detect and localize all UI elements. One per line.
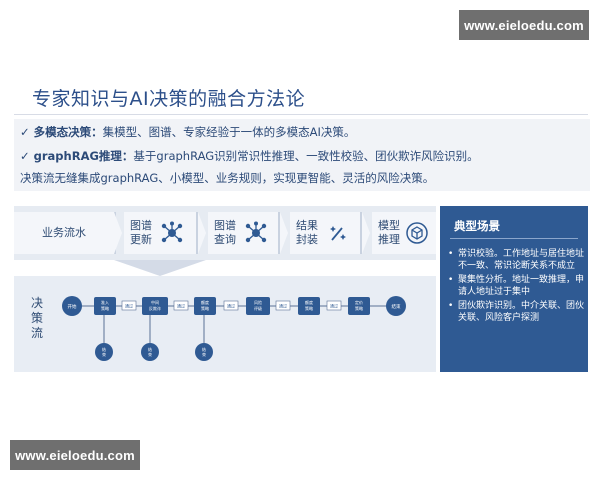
flow-reject-label: 结 — [102, 346, 106, 352]
scenario-list: 常识校验。工作地址与居住地址不一致、常识论断关系不成立 聚集性分析。地址一致推理… — [448, 248, 584, 326]
flow-strategy-node — [298, 297, 320, 315]
flow-strategy-label: 中间 — [151, 299, 159, 305]
flow-strategy-node — [94, 297, 116, 315]
stage-label: 图谱 更新 — [130, 219, 152, 246]
bullet-2-text: 基于graphRAG识别常识性推理、一致性校验、团伙欺诈风险识别。 — [133, 149, 479, 163]
panel-title: 典型场景 — [454, 219, 500, 233]
flow-reject-label: 束 — [202, 351, 206, 357]
flow-reject-label: 束 — [102, 351, 106, 357]
title-divider — [14, 114, 588, 115]
scenario-item: 聚集性分析。地址一致推理，申请人地址过于集中 — [448, 274, 584, 298]
flow-label: 决 策 流 — [30, 296, 43, 340]
flow-pass-tag — [173, 300, 189, 311]
stage-graph-update: 图谱 更新 — [124, 212, 198, 254]
flow-reject-node — [141, 343, 159, 361]
flow-end-node — [386, 296, 406, 316]
flow-strategy-label: 策略 — [355, 305, 363, 311]
funnel-connector — [114, 260, 206, 276]
bullet-line-1: ✓多模态决策：集模型、图谱、专家经验于一体的多模态AI决策。 — [20, 124, 355, 140]
stage-model-infer: 模型 推理 — [372, 212, 436, 254]
flow-strategy-label: 策略 — [305, 305, 313, 311]
stage-label: 结果 封装 — [296, 219, 318, 246]
flow-strategy-label: 风险 — [254, 299, 262, 305]
flow-reject-label: 结 — [148, 346, 152, 352]
flow-strategy-label: 评级 — [254, 305, 262, 311]
flow-start-node — [62, 296, 82, 316]
flow-strategy-label: 额度 — [201, 299, 209, 305]
stage-arrow — [362, 212, 370, 254]
flow-pass-label: 通过 — [177, 303, 185, 309]
flow-pass-label: 通过 — [330, 303, 338, 309]
check-icon: ✓ — [20, 125, 30, 139]
stage-label: 图谱 查询 — [214, 219, 236, 246]
stage-label: 业务流水 — [42, 226, 86, 239]
stage-arrow — [198, 212, 206, 254]
flow-reject-node — [95, 343, 113, 361]
flow-pass-label: 通过 — [279, 303, 287, 309]
watermark-bottom: www.eieloedu.com — [10, 440, 140, 470]
flow-start-label: 开始 — [68, 303, 77, 310]
flow-strategy-label: 策略 — [101, 305, 109, 311]
flow-end-label: 结束 — [392, 303, 401, 310]
stage-arrow — [114, 212, 122, 254]
flow-strategy-label: 准入 — [101, 299, 109, 305]
scenario-item: 团伙欺诈识别。中介关联、团伙关联、风险客户探测 — [448, 300, 584, 324]
stage-business-flow: 业务流水 — [14, 212, 116, 254]
check-icon: ✓ — [20, 149, 30, 163]
decision-diagram: 业务流水 图谱 更新 图谱 查询 — [14, 200, 436, 372]
bullet-line-2: ✓graphRAG推理：基于graphRAG识别常识性推理、一致性校验、团伙欺诈… — [20, 148, 479, 164]
bullet-1-label: 多模态决策： — [33, 125, 103, 139]
flow-strategy-node — [246, 297, 270, 315]
spark-icon — [330, 226, 346, 241]
stage-arrow — [280, 212, 288, 254]
stage-result-wrap: 结果 封装 — [290, 212, 362, 254]
flow-pass-tag — [326, 300, 342, 311]
flow-strategy-node — [348, 297, 370, 315]
flow-reject-label: 束 — [148, 351, 152, 357]
flow-pass-tag — [223, 300, 239, 311]
graph-node-icon — [161, 221, 183, 243]
cube-icon — [406, 222, 428, 244]
flow-pass-label: 通过 — [227, 303, 235, 309]
typical-scenarios-panel: 典型场景 常识校验。工作地址与居住地址不一致、常识论断关系不成立 聚集性分析。地… — [440, 206, 588, 372]
page-title: 专家知识与AI决策的融合方法论 — [32, 88, 306, 110]
panel-divider — [450, 238, 578, 239]
graph-node-icon — [245, 221, 267, 243]
flow-pass-tag — [275, 300, 291, 311]
flow-strategy-label: 反欺诈 — [149, 305, 161, 311]
decision-flow-graph: 开始 结束 准入策略中间反欺诈额度策略风险评级额度策略定价策略通过通过通过通过通… — [62, 296, 406, 361]
flow-strategy-node — [194, 297, 216, 315]
flow-pass-tag — [121, 300, 137, 311]
flow-reject-node — [195, 343, 213, 361]
bullet-block: ✓多模态决策：集模型、图谱、专家经验于一体的多模态AI决策。 ✓graphRAG… — [14, 119, 590, 191]
stage-graph-query: 图谱 查询 — [208, 212, 280, 254]
flow-pass-label: 通过 — [125, 303, 133, 309]
bullet-2-label: graphRAG推理： — [33, 149, 134, 163]
flow-band — [14, 276, 436, 372]
flow-strategy-label: 定价 — [355, 299, 363, 305]
stage-label: 模型 推理 — [378, 219, 400, 246]
flow-strategy-node — [142, 297, 168, 315]
flow-strategy-label: 额度 — [305, 299, 313, 305]
scenario-item: 常识校验。工作地址与居住地址不一致、常识论断关系不成立 — [448, 248, 584, 272]
flow-strategy-label: 策略 — [201, 305, 209, 311]
bullet-line-3: 决策流无缝集成graphRAG、小模型、业务规则，实现更智能、灵活的风险决策。 — [20, 171, 435, 185]
bullet-1-text: 集模型、图谱、专家经验于一体的多模态AI决策。 — [102, 125, 356, 139]
watermark-top: www.eieloedu.com — [459, 10, 589, 40]
flow-reject-label: 结 — [202, 346, 206, 352]
